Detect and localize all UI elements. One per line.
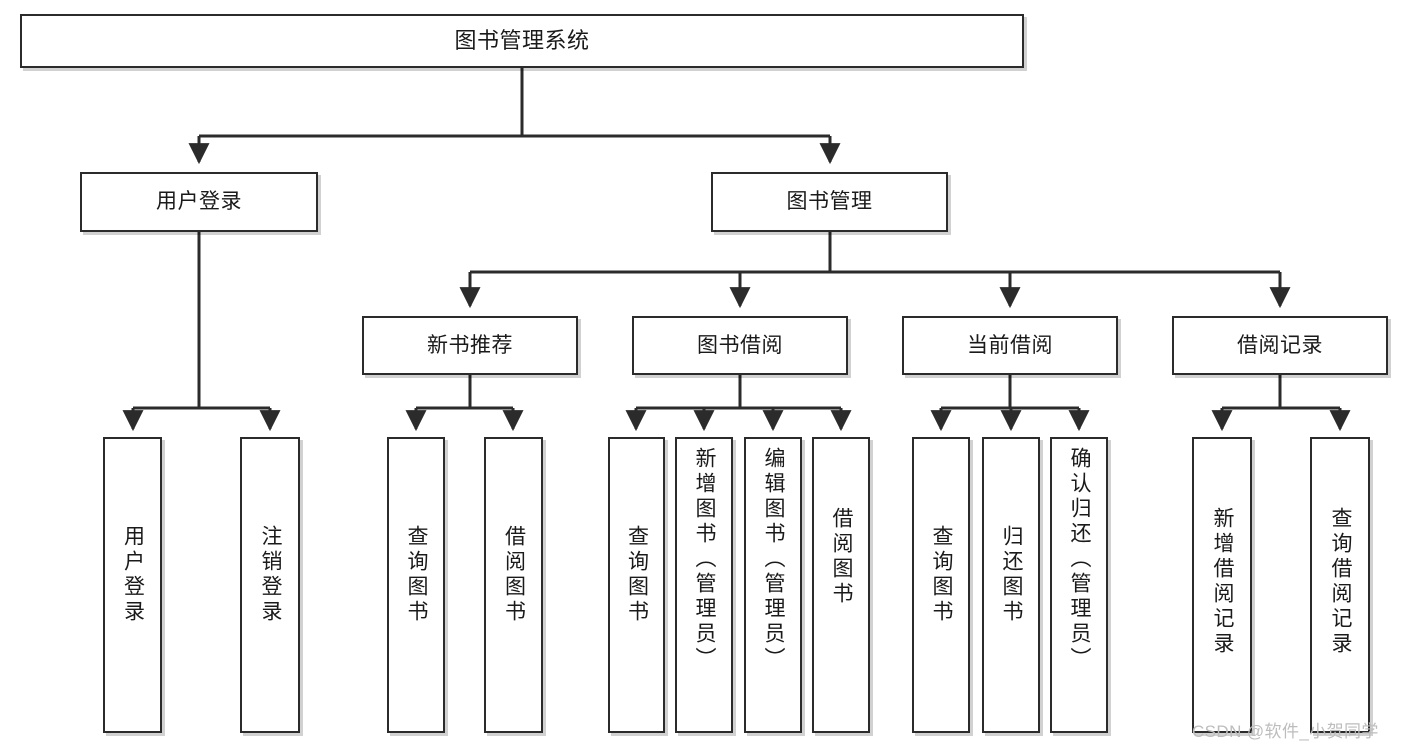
leaf-confirm-return-admin[interactable]: 确认归还（管理员） (1050, 437, 1108, 733)
node-new-book-recommend[interactable]: 新书推荐 (362, 316, 578, 375)
leaf-user-login[interactable]: 用户登录 (103, 437, 162, 733)
node-borrow-record[interactable]: 借阅记录 (1172, 316, 1388, 375)
node-label: 归还图书 (1000, 525, 1024, 625)
leaf-add-borrow-record[interactable]: 新增借阅记录 (1192, 437, 1252, 733)
node-label: 图书借阅 (697, 333, 783, 357)
node-label: 新书推荐 (427, 333, 513, 357)
leaf-edit-book-admin[interactable]: 编辑图书（管理员） (744, 437, 802, 733)
node-label: 注销登录 (259, 525, 283, 625)
node-label: 图书管理系统 (454, 27, 590, 53)
node-book-manage[interactable]: 图书管理 (711, 172, 948, 232)
node-label: 图书管理 (786, 190, 873, 214)
leaf-borrow-book-recommend[interactable]: 借阅图书 (484, 437, 543, 733)
node-label: 借阅图书 (830, 507, 854, 607)
node-label: 借阅记录 (1237, 333, 1323, 357)
node-label: 当前借阅 (967, 333, 1053, 357)
node-label: 确认归还（管理员） (1068, 447, 1092, 672)
leaf-query-book-recommend[interactable]: 查询图书 (387, 437, 445, 733)
node-user-login[interactable]: 用户登录 (80, 172, 318, 232)
leaf-return-book[interactable]: 归还图书 (982, 437, 1040, 733)
node-label: 新增图书（管理员） (693, 447, 717, 672)
leaf-query-book-borrow[interactable]: 查询图书 (608, 437, 665, 733)
node-label: 用户登录 (156, 190, 242, 214)
node-label: 查询图书 (930, 525, 954, 625)
node-label: 编辑图书（管理员） (762, 447, 786, 672)
node-label: 查询图书 (625, 525, 649, 625)
node-label: 新增借阅记录 (1211, 507, 1235, 657)
leaf-add-book-admin[interactable]: 新增图书（管理员） (675, 437, 733, 733)
node-current-borrow[interactable]: 当前借阅 (902, 316, 1118, 375)
leaf-query-borrow-record[interactable]: 查询借阅记录 (1310, 437, 1370, 733)
leaf-query-book-current[interactable]: 查询图书 (912, 437, 970, 733)
node-label: 借阅图书 (502, 525, 526, 625)
node-book-borrow[interactable]: 图书借阅 (632, 316, 848, 375)
leaf-borrow-book[interactable]: 借阅图书 (812, 437, 870, 733)
node-label: 查询借阅记录 (1329, 507, 1353, 657)
node-label: 用户登录 (121, 525, 145, 625)
node-root-library-system[interactable]: 图书管理系统 (20, 14, 1024, 68)
csdn-watermark: CSDN @软件_小贺同学 (1192, 722, 1379, 741)
leaf-user-logout[interactable]: 注销登录 (240, 437, 300, 733)
node-label: 查询图书 (405, 525, 429, 625)
